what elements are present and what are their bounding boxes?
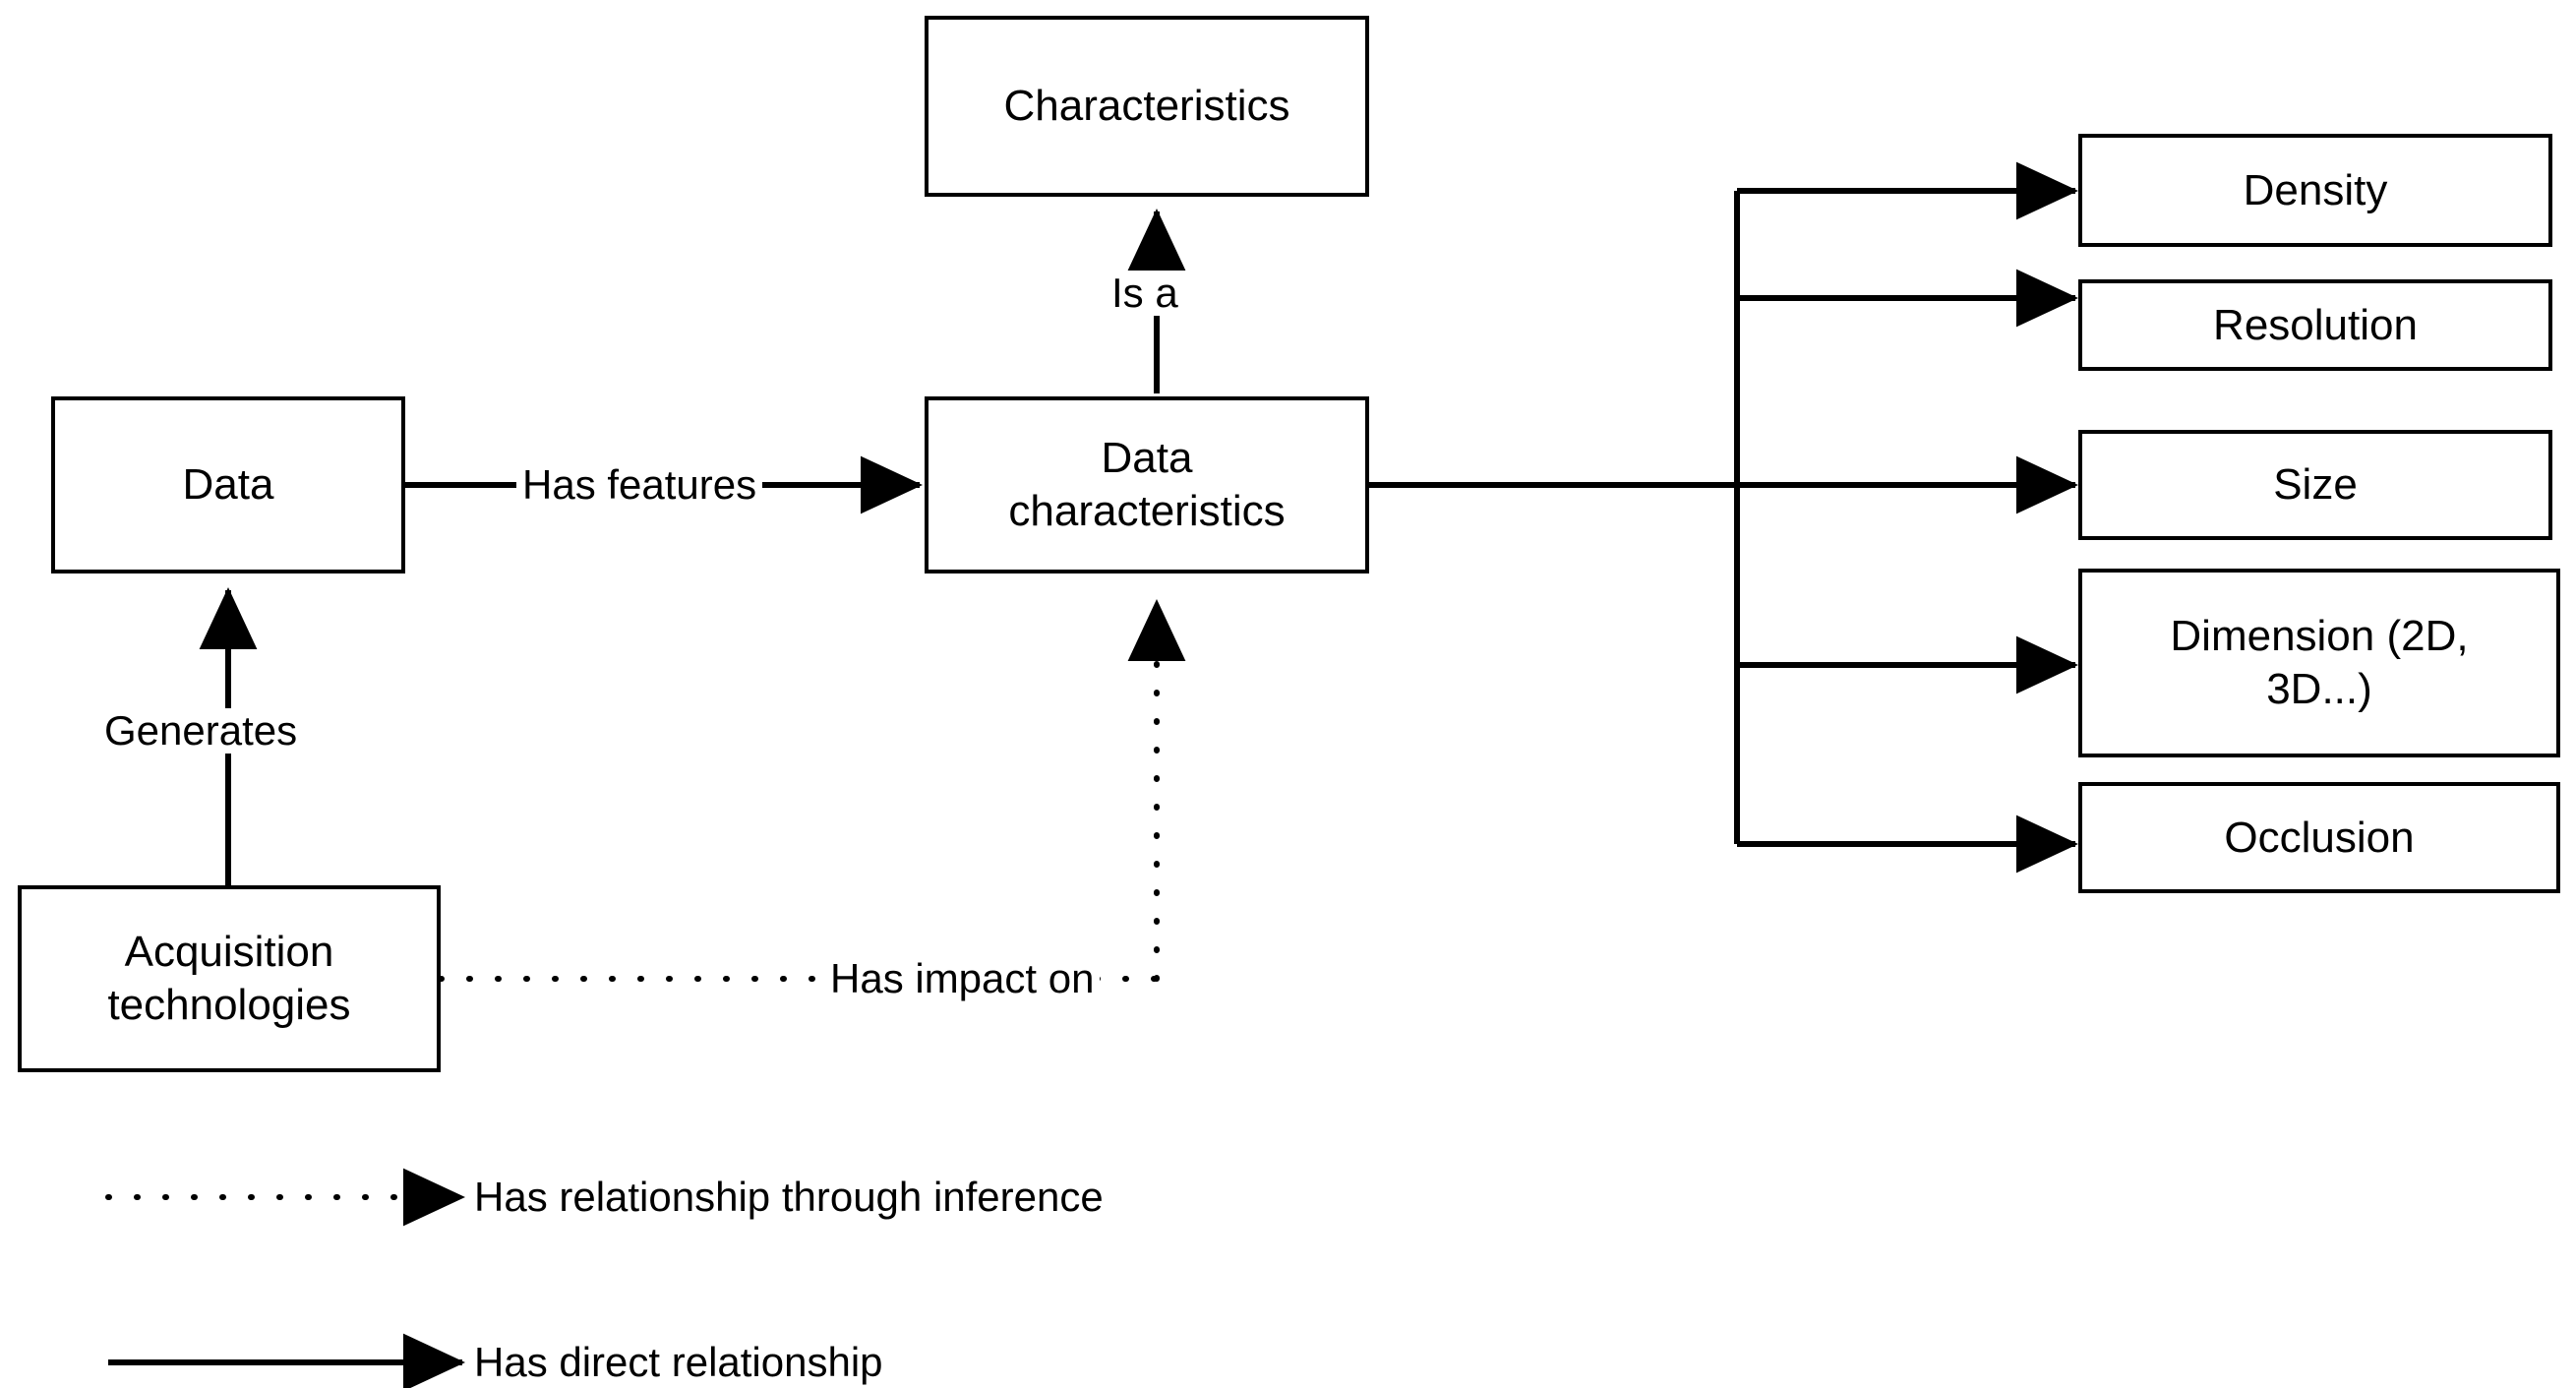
edge-has-impact-on [438, 599, 1186, 982]
node-occlusion-label: Occlusion [2224, 813, 2415, 862]
node-size[interactable]: Size [2078, 430, 2552, 540]
node-data[interactable]: Data [51, 396, 405, 573]
node-dimension-label: Dimension (2D, 3D...) [2170, 612, 2469, 713]
node-occlusion[interactable]: Occlusion [2078, 782, 2560, 893]
edge-label-has-features: Has features [516, 462, 763, 508]
node-resolution[interactable]: Resolution [2078, 279, 2552, 371]
node-density[interactable]: Density [2078, 134, 2552, 247]
legend-label-inference: Has relationship through inference [474, 1174, 1104, 1220]
node-density-label: Density [2243, 165, 2388, 214]
node-data-label: Data [182, 460, 274, 510]
edge-label-generates: Generates [98, 708, 304, 754]
node-acquisition-technologies[interactable]: Acquisition technologies [18, 885, 441, 1072]
node-acquisition-technologies-label: Acquisition technologies [107, 928, 351, 1029]
node-data-characteristics[interactable]: Data characteristics [925, 396, 1369, 573]
node-size-label: Size [2273, 460, 2358, 510]
legend-label-direct: Has direct relationship [474, 1339, 883, 1385]
node-resolution-label: Resolution [2213, 300, 2418, 349]
node-characteristics[interactable]: Characteristics [925, 16, 1369, 197]
node-dimension[interactable]: Dimension (2D, 3D...) [2078, 569, 2560, 757]
edge-characteristics-fanout [1369, 161, 2078, 874]
node-data-characteristics-label: Data characteristics [1008, 434, 1286, 535]
edge-label-has-impact-on: Has impact on [824, 956, 1101, 1001]
edge-label-is-a: Is a [1106, 271, 1184, 316]
node-characteristics-label: Characteristics [1003, 82, 1290, 131]
